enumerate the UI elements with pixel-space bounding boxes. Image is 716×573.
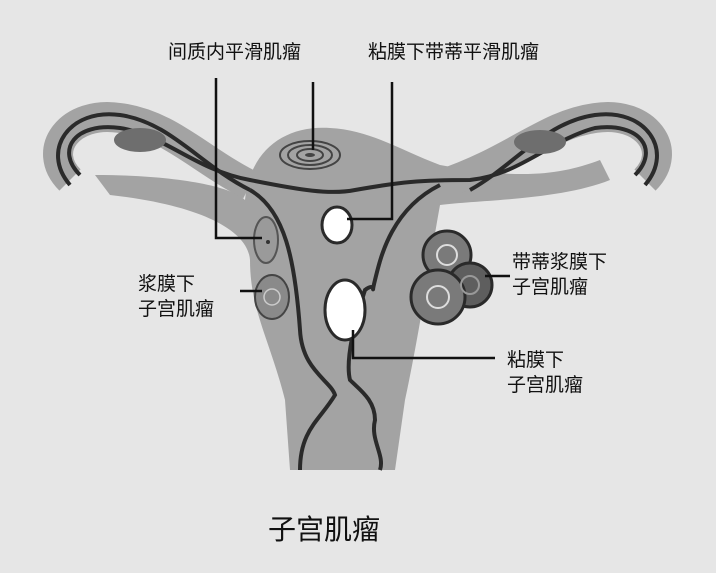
leader-lines [214,78,510,360]
submucosal-fibroid [323,278,367,342]
label-line-2: 子宫肌瘤 [512,276,589,298]
subserosal-fibroid [254,274,290,320]
diagram-title: 子宫肌瘤 [268,513,381,546]
label-intramural: 间质内平滑肌瘤 [168,41,302,63]
intramural-fibroid [253,216,279,264]
pedunculated-subserosal-fibroids [409,229,494,326]
label-pedunculated-submucosal: 粘膜下带蒂平滑肌瘤 [368,41,540,63]
label-pedunculated-subserosal: 带蒂浆膜下 子宫肌瘤 [512,250,607,300]
label-subserosal: 浆膜下 子宫肌瘤 [138,272,214,322]
label-line-1: 带蒂浆膜下 [512,251,608,273]
pedunculated-submucosal-fibroid [320,205,354,245]
right-ovary [514,130,566,154]
intramural-fibroid-top [279,140,341,170]
label-line-2: 子宫肌瘤 [138,298,215,320]
cavity-left-wall [248,188,338,471]
label-line-1: 粘膜下 [507,349,565,371]
label-line-1: 浆膜下 [138,273,196,295]
label-submucosal: 粘膜下 子宫肌瘤 [507,348,583,398]
label-line-2: 子宫肌瘤 [507,374,584,396]
left-ovary [114,128,166,152]
